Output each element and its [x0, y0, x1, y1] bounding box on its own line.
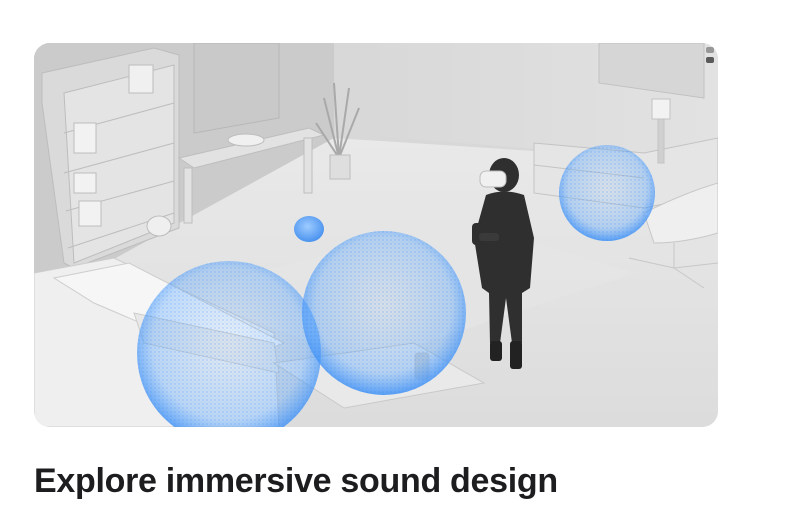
sound-sphere-small — [294, 216, 324, 242]
bookshelf — [41, 47, 180, 269]
plant — [315, 82, 360, 180]
feature-card-media[interactable] — [34, 43, 718, 427]
sound-sphere-right — [559, 145, 655, 241]
card-title[interactable]: Explore immersive sound design — [34, 462, 558, 500]
media-indicator-icon — [706, 47, 714, 53]
media-indicator-icon — [706, 57, 714, 63]
person-with-vr-headset — [472, 158, 534, 369]
sound-sphere-large — [137, 261, 321, 427]
chair — [628, 182, 718, 289]
room-scene-illustration — [34, 43, 718, 427]
sound-sphere-center — [302, 231, 466, 395]
